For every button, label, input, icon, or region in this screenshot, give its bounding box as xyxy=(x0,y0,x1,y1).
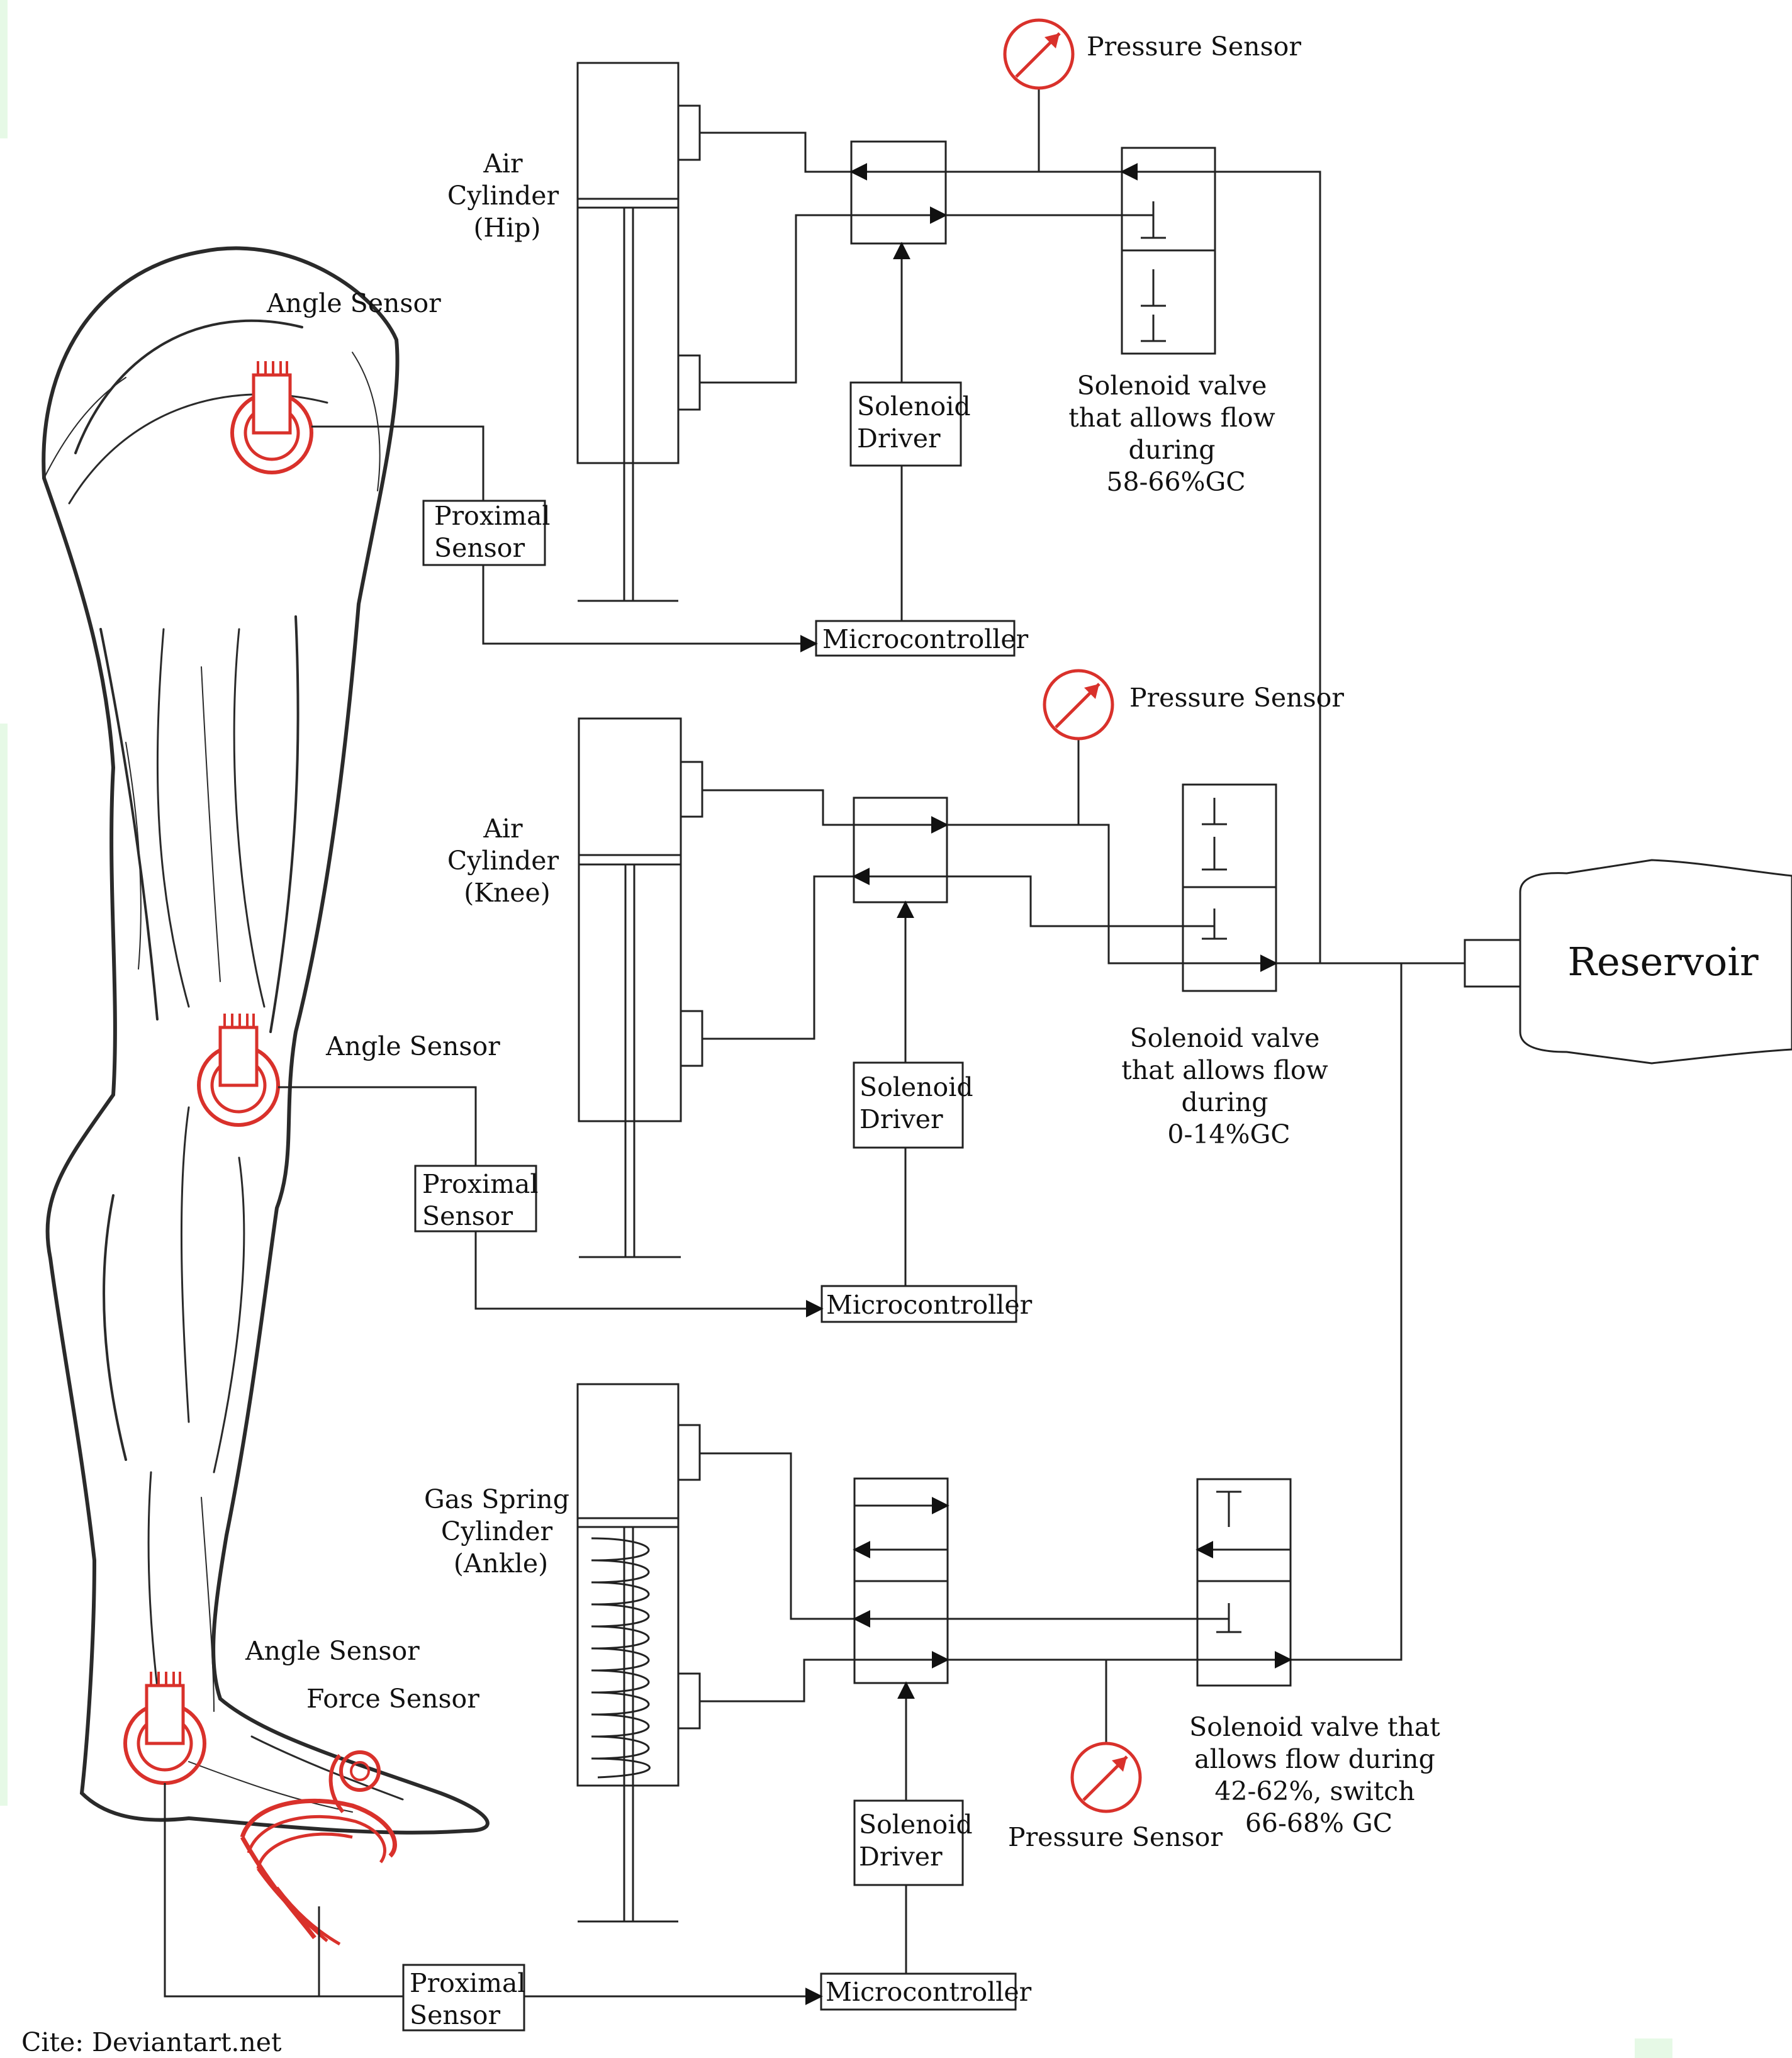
knee-air-cylinder xyxy=(579,719,702,1257)
hip-cylinder-label: Air Cylinder (Hip) xyxy=(447,148,567,243)
knee-valve-note: Solenoid valve that allows flow during 0… xyxy=(1121,1023,1336,1149)
hip-microcontroller-label: Microcontroller xyxy=(822,624,1029,654)
force-sensor-label: Force Sensor xyxy=(306,1684,479,1714)
reservoir-port xyxy=(1465,940,1520,987)
ankle-cylinder-label: Gas Spring Cylinder (Ankle) xyxy=(424,1484,578,1579)
knee-angle-sensor-label: Angle Sensor xyxy=(325,1031,500,1061)
ankle-angle-sensor-label: Angle Sensor xyxy=(245,1636,420,1666)
reservoir-group: Reservoir xyxy=(1276,860,1792,1660)
knee-pressure-sensor-icon xyxy=(1044,671,1112,739)
ankle-valve-note: Solenoid valve that allows flow during 4… xyxy=(1189,1712,1448,1838)
hip-angle-sensor-label: Angle Sensor xyxy=(266,288,441,318)
knee-cylinder-label: Air Cylinder (Knee) xyxy=(447,814,567,908)
edge-tint xyxy=(1635,2038,1672,2058)
hip-angle-sensor-icon xyxy=(232,361,311,473)
knee-directional-valve xyxy=(854,798,947,902)
hip-air-cylinder xyxy=(578,63,700,601)
citation: Cite: Deviantart.net xyxy=(21,2027,282,2057)
edge-tint xyxy=(0,0,8,138)
ankle-gas-spring-cylinder xyxy=(578,1384,700,1921)
ankle-pressure-sensor-label: Pressure Sensor xyxy=(1008,1822,1223,1852)
hip-directional-valve xyxy=(851,142,946,243)
ankle-solenoid-valve xyxy=(1197,1479,1291,1686)
ankle-subsystem: Gas Spring Cylinder (Ankle) Pressure Sen… xyxy=(165,1384,1448,2030)
knee-microcontroller-label: Microcontroller xyxy=(826,1290,1033,1320)
ankle-microcontroller-label: Microcontroller xyxy=(826,1977,1032,2007)
hip-subsystem: Air Cylinder (Hip) Pressure Sensor Solen… xyxy=(266,20,1320,963)
knee-angle-sensor-icon xyxy=(199,1014,278,1125)
hip-valve-note: Solenoid valve that allows flow during 5… xyxy=(1068,371,1284,497)
knee-subsystem: Air Cylinder (Knee) Pressure Sensor Sole… xyxy=(278,671,1344,1322)
reservoir-label: Reservoir xyxy=(1567,939,1759,985)
ankle-pressure-sensor-icon xyxy=(1072,1743,1140,1811)
ankle-angle-sensor-icon xyxy=(125,1672,204,1783)
hip-pressure-sensor-icon xyxy=(1005,20,1073,88)
knee-pressure-sensor-label: Pressure Sensor xyxy=(1129,683,1344,713)
edge-tint xyxy=(0,724,8,1806)
hip-pressure-sensor-label: Pressure Sensor xyxy=(1087,31,1301,62)
